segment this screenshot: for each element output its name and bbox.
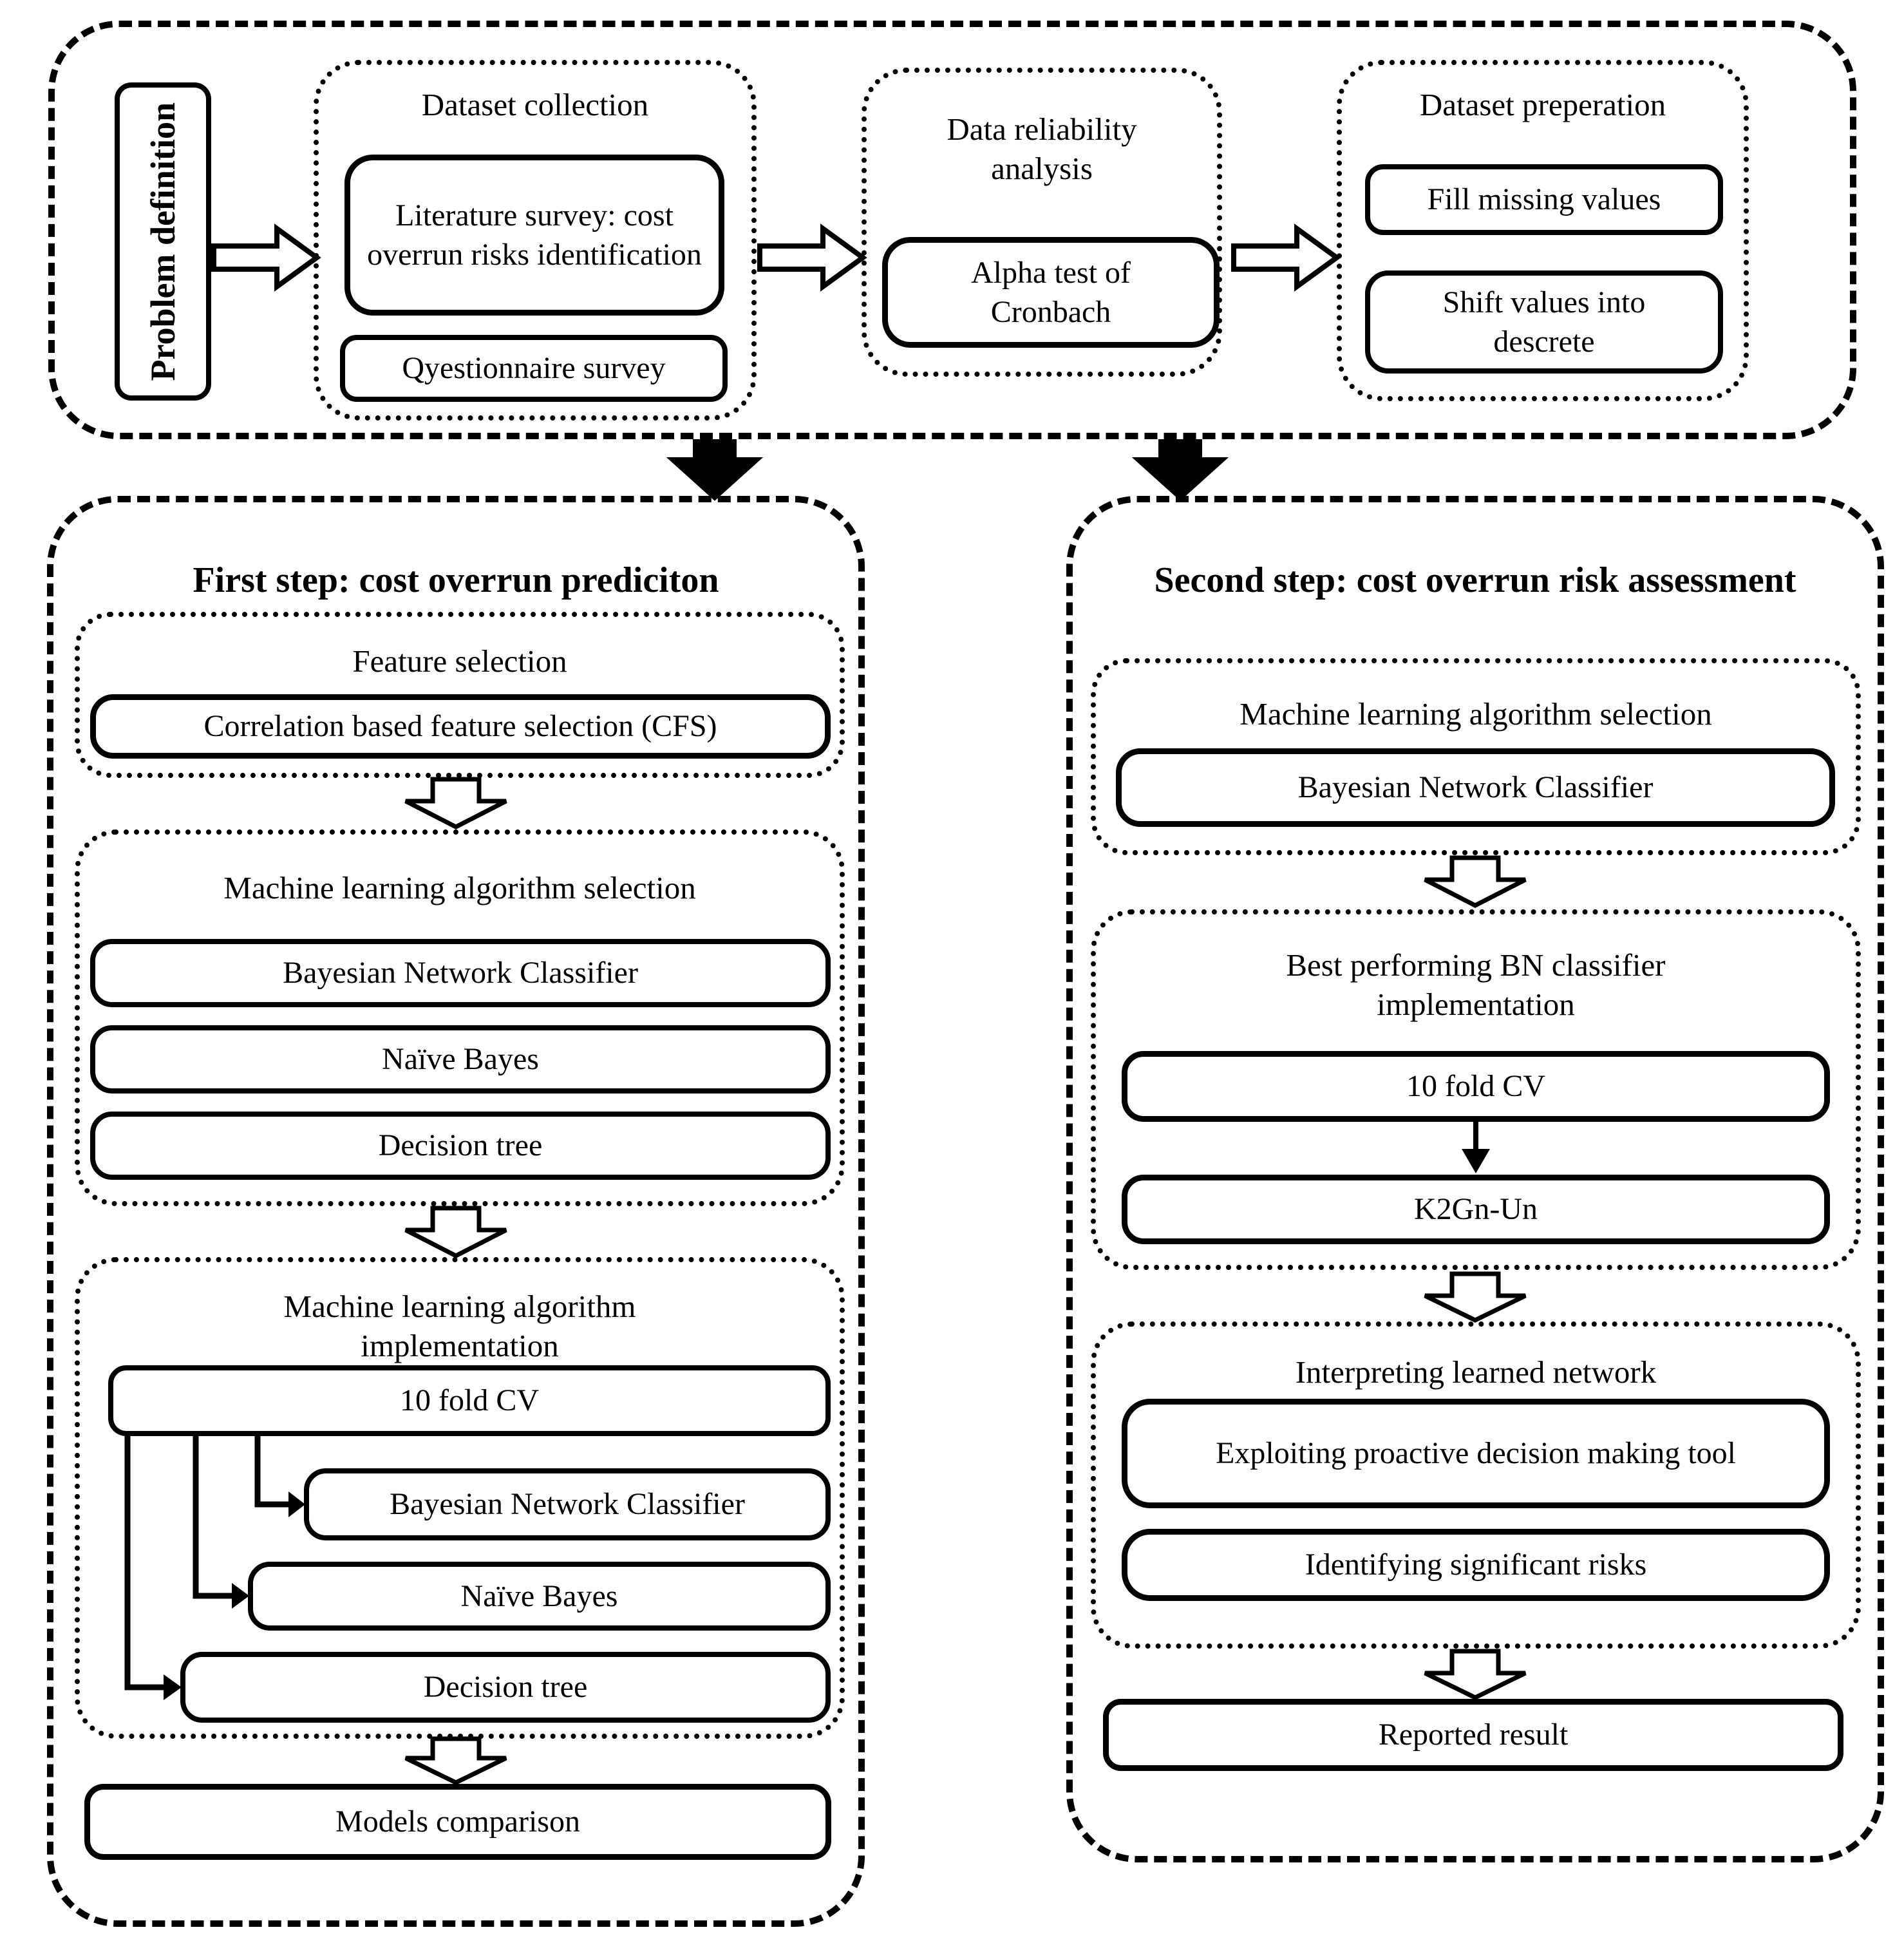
bayesian-classifier-box-right: Bayesian Network Classifier bbox=[1116, 748, 1835, 827]
questionnaire-survey-box: Qyestionnaire survey bbox=[340, 335, 728, 402]
k2gn-un-box: K2Gn-Un bbox=[1122, 1175, 1830, 1244]
alpha-test-label: Alpha test of Cronbach bbox=[971, 255, 1131, 329]
literature-survey-label: Literature survey: cost overrun risks id… bbox=[367, 198, 702, 272]
reported-result-box: Reported result bbox=[1103, 1699, 1843, 1771]
bn-implementation-title: Best performing BN classifier implementa… bbox=[1286, 947, 1666, 1023]
impl-naive-bayes-box: Naïve Bayes bbox=[248, 1562, 831, 1631]
cfs-label: Correlation based feature selection (CFS… bbox=[203, 709, 717, 744]
impl-bayesian-box: Bayesian Network Classifier bbox=[304, 1468, 831, 1540]
feature-selection-title: Feature selection bbox=[352, 643, 567, 679]
identifying-risks-box: Identifying significant risks bbox=[1122, 1529, 1830, 1601]
bn-implementation-group bbox=[1091, 909, 1861, 1270]
fill-missing-box: Fill missing values bbox=[1365, 164, 1723, 235]
exploiting-tool-box: Exploiting proactive decision making too… bbox=[1122, 1399, 1830, 1508]
second-step-frame bbox=[1066, 496, 1884, 1862]
ml-selection-group-left bbox=[75, 829, 845, 1206]
first-step-frame bbox=[47, 496, 865, 1927]
ten-fold-cv-box-left: 10 fold CV bbox=[108, 1365, 831, 1436]
fill-missing-label: Fill missing values bbox=[1427, 182, 1661, 217]
interpreting-title: Interpreting learned network bbox=[1295, 1354, 1657, 1390]
second-step-title: Second step: cost overrun risk assessmen… bbox=[1154, 560, 1796, 600]
feature-selection-group bbox=[75, 612, 845, 778]
top-phase-frame bbox=[48, 21, 1856, 439]
alpha-test-box: Alpha test of Cronbach bbox=[882, 237, 1220, 348]
problem-definition-label: Problem definition bbox=[144, 102, 182, 381]
questionnaire-survey-label: Qyestionnaire survey bbox=[402, 351, 666, 386]
bayesian-classifier-box-left: Bayesian Network Classifier bbox=[90, 939, 831, 1007]
models-comparison-box: Models comparison bbox=[84, 1784, 831, 1860]
literature-survey-box: Literature survey: cost overrun risks id… bbox=[344, 155, 724, 316]
ml-implementation-title: Machine learning algorithm implementatio… bbox=[283, 1289, 636, 1364]
ml-selection-group-right bbox=[1091, 658, 1861, 855]
dataset-collection-title: Dataset collection bbox=[421, 87, 649, 122]
decision-tree-box-left: Decision tree bbox=[90, 1112, 831, 1180]
ml-implementation-group bbox=[75, 1257, 845, 1739]
arrow-top-to-second-step-icon bbox=[1131, 439, 1229, 501]
first-step-title: First step: cost overrun prediciton bbox=[193, 560, 719, 600]
arrow-top-to-first-step-icon bbox=[666, 439, 764, 501]
shift-values-label: Shift values into descrete bbox=[1442, 285, 1646, 359]
naive-bayes-box-left: Naïve Bayes bbox=[90, 1025, 831, 1094]
data-reliability-title: Data reliability analysis bbox=[947, 111, 1137, 187]
shift-values-box: Shift values into descrete bbox=[1365, 270, 1723, 374]
problem-definition-box: Problem definition bbox=[115, 82, 211, 401]
data-reliability-group bbox=[862, 68, 1222, 377]
cfs-box: Correlation based feature selection (CFS… bbox=[90, 694, 831, 759]
interpreting-group bbox=[1091, 1321, 1861, 1649]
ml-selection-title-left: Machine learning algorithm selection bbox=[223, 870, 696, 905]
dataset-preparation-title: Dataset preperation bbox=[1419, 87, 1666, 122]
ml-selection-title-right: Machine learning algorithm selection bbox=[1239, 696, 1712, 732]
impl-decision-tree-box: Decision tree bbox=[180, 1652, 831, 1723]
ten-fold-cv-box-right: 10 fold CV bbox=[1122, 1051, 1830, 1122]
